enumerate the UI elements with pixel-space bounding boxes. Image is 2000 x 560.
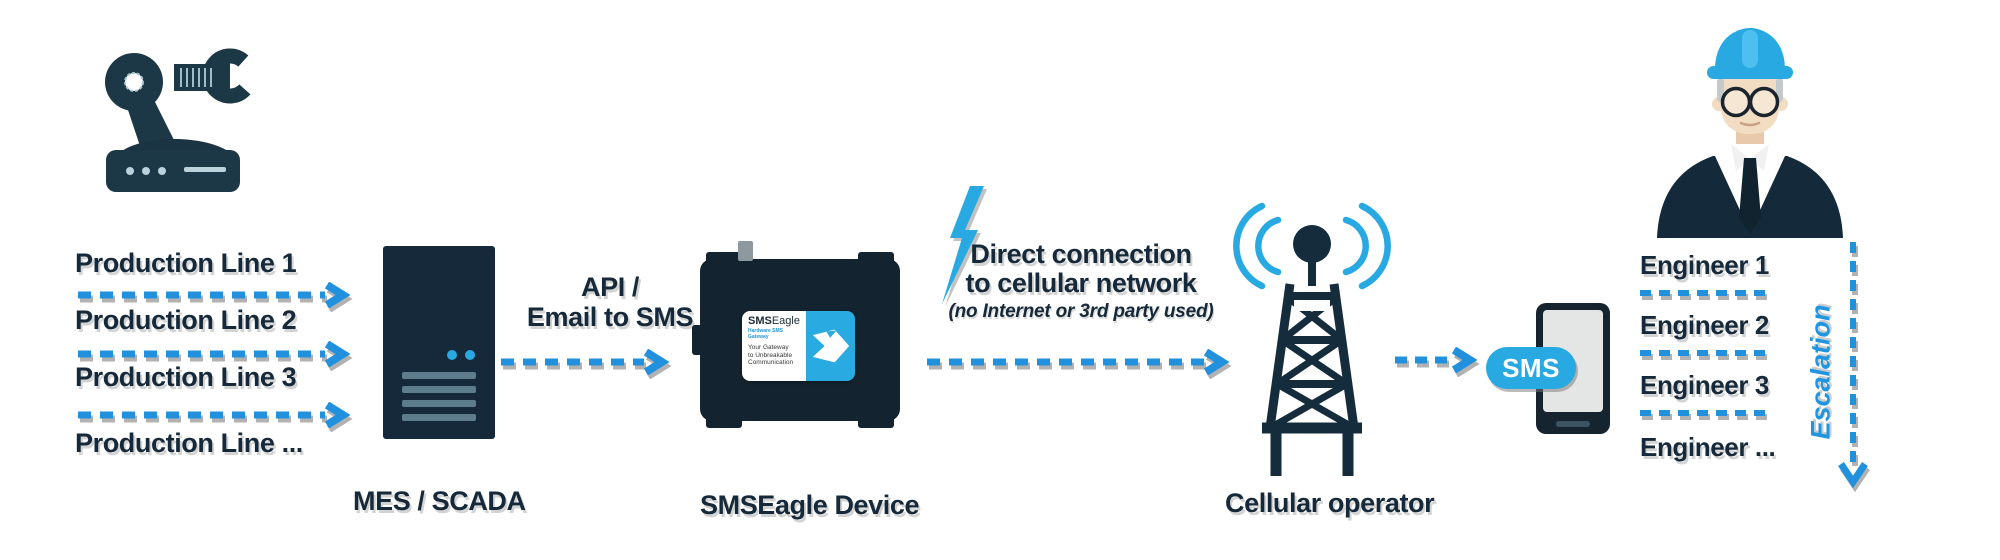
- tower-caption: Cellular operator: [1225, 488, 1435, 518]
- server-vent: [402, 400, 476, 407]
- server-caption: MES / SCADA: [353, 486, 526, 516]
- sticker-tagline-line: Communication: [748, 359, 794, 366]
- device-tab: [706, 416, 742, 428]
- escalation-arrow: [1838, 242, 1868, 489]
- server-led: [447, 350, 457, 360]
- engineer-divider: [1640, 350, 1768, 356]
- api-link-line2: Email to SMS: [526, 302, 694, 332]
- production-line-label: Production Line 3: [75, 362, 297, 392]
- device-tab: [692, 325, 702, 355]
- direct-connection-line2: to cellular network: [965, 268, 1197, 298]
- server-vent: [402, 414, 476, 421]
- server-led: [465, 350, 475, 360]
- engineer-label: Engineer 2: [1640, 310, 1769, 340]
- sticker-tagline: Your Gateway to Unbreakable Communicatio…: [748, 344, 802, 367]
- tower-to-phone-arrow: [1395, 347, 1478, 373]
- engineer-divider: [1640, 290, 1768, 296]
- device-to-tower-arrow: [927, 349, 1230, 375]
- production-line-label: Production Line ...: [75, 428, 303, 458]
- sticker-logo-panel: [806, 311, 855, 381]
- engineer-divider: [1640, 410, 1768, 416]
- escalation-label: Escalation: [1805, 304, 1835, 440]
- radio-waves-icon: [1233, 202, 1391, 290]
- sticker-tagline-line: to Unbreakable: [748, 351, 793, 359]
- engineer-label: Engineer 1: [1640, 250, 1769, 280]
- production-line-label: Production Line 2: [75, 305, 297, 335]
- direct-connection-line3: (no Internet or 3rd party used): [948, 301, 1214, 322]
- server-to-device-arrow: [501, 349, 670, 375]
- engineer-avatar-icon: [1657, 28, 1843, 238]
- hard-hat-icon: [1707, 28, 1793, 79]
- lightning-bolt-icon: [942, 186, 984, 304]
- device-caption: SMSEagle Device: [700, 490, 920, 520]
- phone-home-bar: [1556, 421, 1590, 427]
- sticker-brand-sub: Hardware SMS Gateway: [748, 328, 784, 340]
- server-vent: [402, 386, 476, 393]
- device-tab: [858, 252, 894, 264]
- production-line-arrow: [78, 341, 351, 367]
- device-tab: [706, 252, 742, 264]
- sticker-tagline-line: Your Gateway: [748, 344, 789, 351]
- eagle-logo-icon: [812, 329, 849, 363]
- sticker-brand-bold: SMS: [748, 315, 772, 327]
- production-line-arrow: [78, 282, 351, 308]
- device-sticker: SMSEagle Hardware SMS Gateway Your Gatew…: [742, 311, 855, 381]
- glasses-icon: [1720, 86, 1780, 118]
- direct-connection-label: Direct connection to cellular network (n…: [925, 240, 1237, 323]
- production-line-arrow: [78, 402, 351, 428]
- server-vent: [402, 372, 476, 379]
- production-line-label: Production Line 1: [75, 248, 297, 278]
- engineer-label: Engineer 3: [1640, 370, 1769, 400]
- direct-connection-line1: Direct connection: [970, 239, 1192, 269]
- robot-arm-icon: [105, 48, 258, 192]
- api-link-label: API / Email to SMS: [500, 272, 720, 332]
- engineer-label: Engineer ...: [1640, 432, 1776, 462]
- server-tower-icon: [383, 246, 495, 439]
- smseagle-device-icon: SMSEagle Hardware SMS Gateway Your Gatew…: [692, 241, 900, 428]
- api-link-line1: API /: [580, 272, 639, 302]
- sticker-brand: SMSEagle: [748, 316, 802, 327]
- device-tab: [858, 416, 894, 428]
- sticker-brand-light: Eagle: [771, 315, 800, 327]
- device-antenna: [738, 241, 753, 261]
- sms-badge: SMS: [1486, 347, 1576, 389]
- sticker-text-panel: SMSEagle Hardware SMS Gateway Your Gatew…: [742, 311, 806, 381]
- cell-tower-icon: [1233, 202, 1391, 476]
